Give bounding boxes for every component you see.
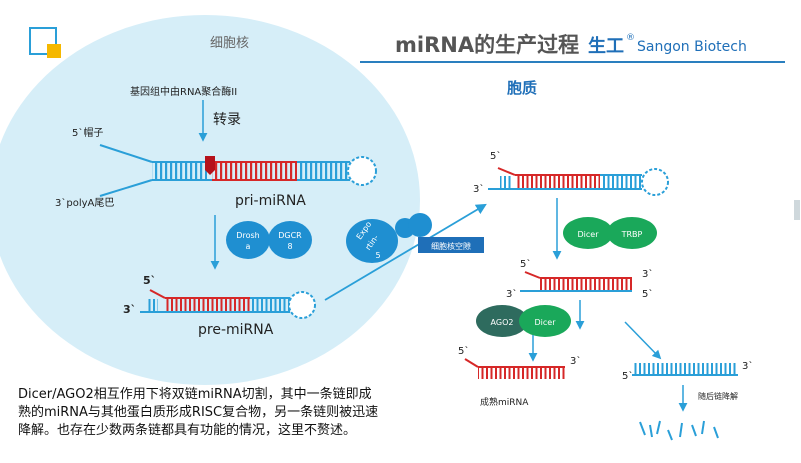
dicer-protein: Dicer bbox=[563, 217, 613, 249]
svg-text:细胞核空隙: 细胞核空隙 bbox=[431, 241, 471, 251]
passenger-strand bbox=[632, 363, 738, 376]
degraded-fragments-icon bbox=[639, 420, 719, 441]
duplex-5b-label: 5` bbox=[642, 288, 653, 300]
pri-mirna-label: pri-miRNA bbox=[235, 193, 306, 209]
cyto-pre-5-label: 5` bbox=[490, 150, 501, 162]
svg-text:8: 8 bbox=[287, 242, 292, 251]
svg-text:Dicer: Dicer bbox=[578, 230, 600, 239]
svg-text:5: 5 bbox=[375, 251, 380, 260]
description-line: 降解。也存在少数两条链都具有功能的情况，这里不赘述。 bbox=[18, 423, 357, 438]
mature-3-label: 3` bbox=[570, 355, 581, 367]
pre-mirna-3-label: 3` bbox=[123, 303, 136, 316]
cyto-pre-3-label: 3` bbox=[473, 183, 484, 195]
slide-edge-marker bbox=[794, 200, 800, 220]
duplex-3a-label: 3` bbox=[642, 268, 653, 280]
description-text: Dicer/AGO2相互作用下将双链miRNA切割，其中一条链即成 熟的miRN… bbox=[18, 386, 458, 440]
pre-mirna-5-label: 5` bbox=[143, 274, 156, 287]
svg-text:AGO2: AGO2 bbox=[491, 318, 514, 327]
degradation-label: 随后链降解 bbox=[698, 391, 738, 401]
brand-en: Sangon Biotech bbox=[637, 39, 747, 55]
slide-title: miRNA的生产过程 bbox=[395, 33, 579, 57]
passenger-arrow bbox=[624, 321, 662, 360]
trbp-protein: TRBP bbox=[607, 217, 657, 249]
dicer2-protein: Dicer bbox=[519, 305, 571, 337]
passenger-5-label: 5` bbox=[622, 370, 633, 382]
drosha-protein: Drosh a bbox=[226, 221, 270, 259]
brand-cn: 生工 bbox=[588, 35, 624, 57]
passenger-3-label: 3` bbox=[742, 360, 753, 372]
pre-mirna-structure bbox=[140, 289, 316, 319]
pri-mirna-structure bbox=[99, 144, 377, 197]
mirna-duplex bbox=[520, 271, 632, 292]
brand-mark: ® bbox=[626, 33, 635, 43]
cyto-pre-mirna-structure bbox=[488, 167, 669, 196]
svg-text:DGCR: DGCR bbox=[278, 231, 302, 240]
mature-mirna-label: 成熟miRNA bbox=[480, 396, 529, 408]
nuclear-pore-tag: 细胞核空隙 bbox=[418, 237, 484, 253]
exportin-5-protein: Expo rtin- 5 bbox=[346, 213, 432, 263]
svg-text:a: a bbox=[246, 242, 251, 251]
description-line: 熟的miRNA与其他蛋白质形成RISC复合物，另一条链则被迅速 bbox=[18, 405, 379, 420]
nucleus-label: 细胞核 bbox=[210, 36, 249, 51]
dgcr8-protein: DGCR 8 bbox=[268, 221, 312, 259]
duplex-5a-label: 5` bbox=[520, 258, 531, 270]
polya-label: 3`polyA尾巴 bbox=[55, 197, 114, 209]
pre-mirna-label: pre-miRNA bbox=[198, 322, 274, 338]
cap-label: 5`帽子 bbox=[72, 126, 103, 139]
ago2-protein: AGO2 bbox=[476, 305, 528, 337]
transcription-label: 转录 bbox=[213, 112, 241, 128]
duplex-3b-label: 3` bbox=[506, 288, 517, 300]
mature-5-label: 5` bbox=[458, 345, 469, 357]
slide-logo-icon bbox=[29, 27, 61, 58]
rna-pol-label: 基因组中由RNA聚合酶II bbox=[130, 85, 237, 98]
svg-text:TRBP: TRBP bbox=[621, 230, 643, 239]
description-line: Dicer/AGO2相互作用下将双链miRNA切割，其中一条链即成 bbox=[18, 387, 372, 402]
svg-text:Drosh: Drosh bbox=[236, 231, 259, 240]
cytoplasm-label: 胞质 bbox=[506, 79, 537, 97]
mature-mirna-strand bbox=[464, 358, 565, 379]
nucleus-region bbox=[0, 15, 420, 385]
svg-text:Dicer: Dicer bbox=[535, 318, 557, 327]
export-arrow bbox=[324, 203, 487, 301]
